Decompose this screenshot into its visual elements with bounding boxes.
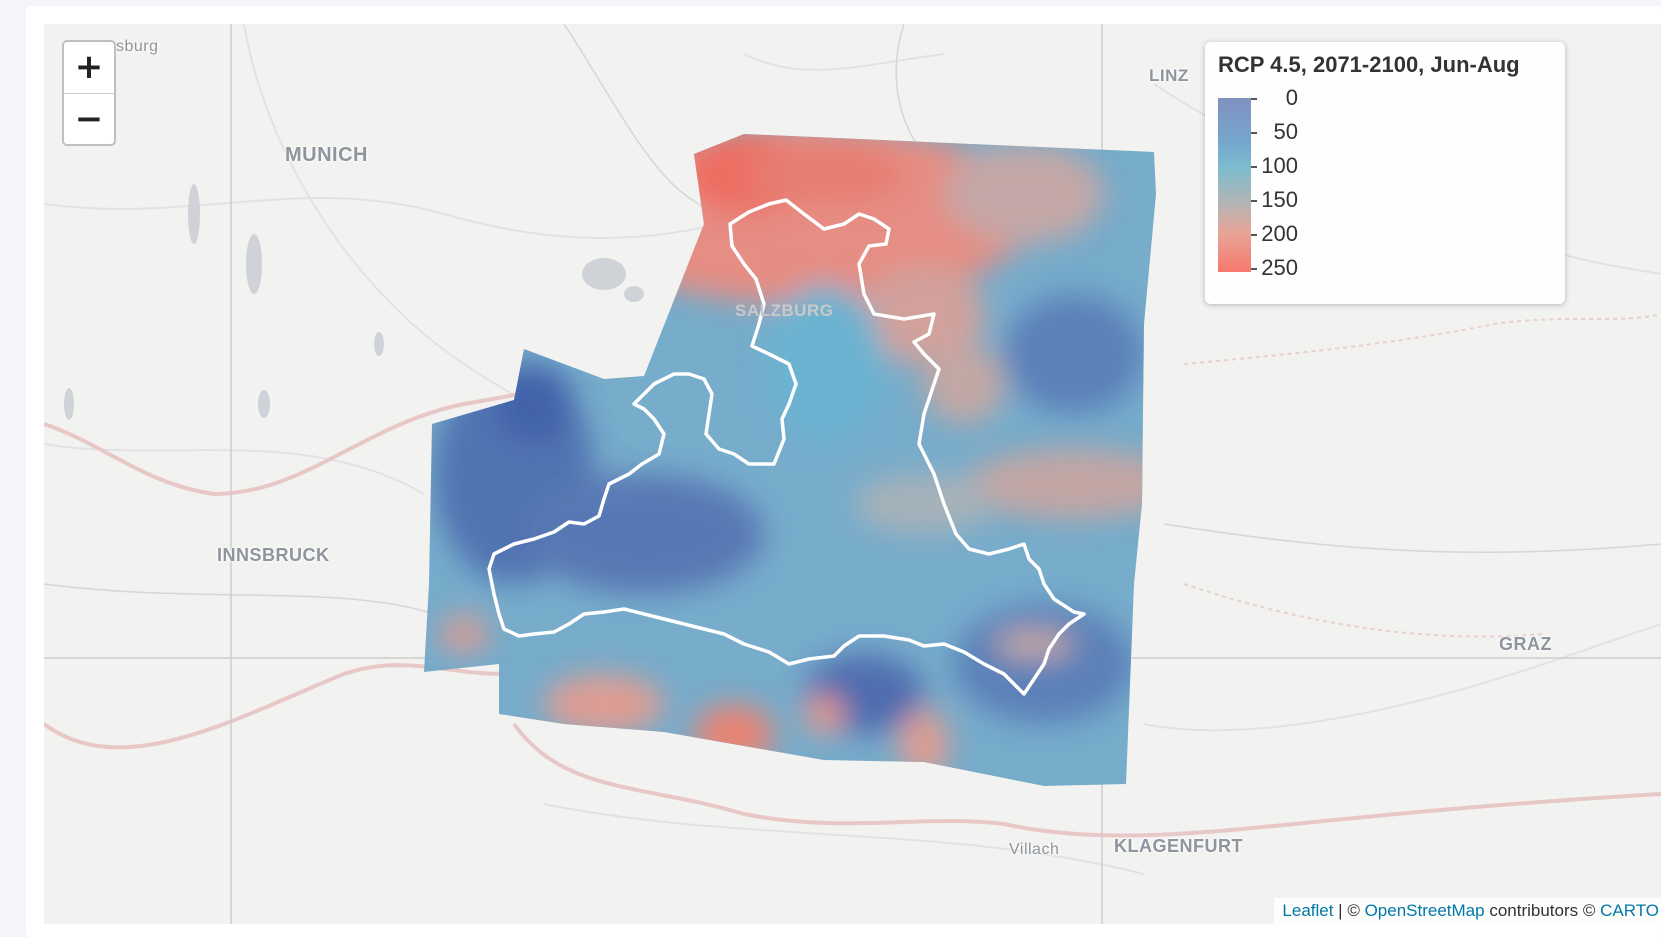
city-label-villach: Villach	[1009, 841, 1060, 858]
city-label-salzburg: SALZBURG	[735, 301, 834, 320]
city-label-augsburg: sburg	[116, 38, 159, 55]
city-label-innsbruck: INNSBRUCK	[217, 545, 330, 565]
legend-tick-mark	[1251, 268, 1257, 270]
attribution-contributors: contributors ©	[1484, 901, 1601, 920]
map-attribution: Leaflet | © OpenStreetMap contributors ©…	[1274, 898, 1661, 924]
legend-tick-label: 50	[1273, 119, 1298, 144]
zoom-control: + −	[62, 40, 116, 146]
city-label-linz: LINZ	[1149, 66, 1189, 85]
attribution-sep: | ©	[1333, 901, 1365, 920]
legend-tick-label: 150	[1261, 187, 1298, 212]
map-legend: RCP 4.5, 2071-2100, Jun-Aug 0 50 100 150…	[1205, 42, 1565, 304]
legend-tick-mark	[1251, 98, 1257, 100]
legend-title: RCP 4.5, 2071-2100, Jun-Aug	[1218, 52, 1520, 77]
map-basemap	[44, 24, 1661, 924]
legend-tick-label: 100	[1261, 153, 1298, 178]
zoom-in-button[interactable]: +	[64, 42, 114, 94]
legend-tick-mark	[1251, 200, 1257, 202]
basemap-lakes	[64, 184, 644, 420]
legend-tick-mark	[1251, 132, 1257, 134]
leaflet-link[interactable]: Leaflet	[1282, 901, 1334, 920]
legend-tick-mark	[1251, 234, 1257, 236]
province-outline	[487, 198, 1086, 696]
legend-tick-label: 250	[1261, 255, 1298, 280]
state-border	[1183, 313, 1661, 638]
city-label-munich: MUNICH	[285, 144, 368, 166]
legend-color-bar	[1218, 98, 1251, 272]
basemap-roads	[44, 24, 1661, 875]
legend-tick-mark	[1251, 166, 1257, 168]
zoom-out-button[interactable]: −	[74, 99, 104, 139]
carto-link[interactable]: CARTO	[1600, 901, 1659, 920]
legend-tick-label: 0	[1285, 85, 1298, 110]
city-label-klagenfurt: KLAGENFURT	[1114, 836, 1243, 856]
raster-overlay	[424, 134, 1156, 786]
osm-link[interactable]: OpenStreetMap	[1364, 901, 1485, 920]
legend-tick-label: 200	[1261, 221, 1298, 246]
city-label-graz: GRAZ	[1499, 634, 1552, 654]
